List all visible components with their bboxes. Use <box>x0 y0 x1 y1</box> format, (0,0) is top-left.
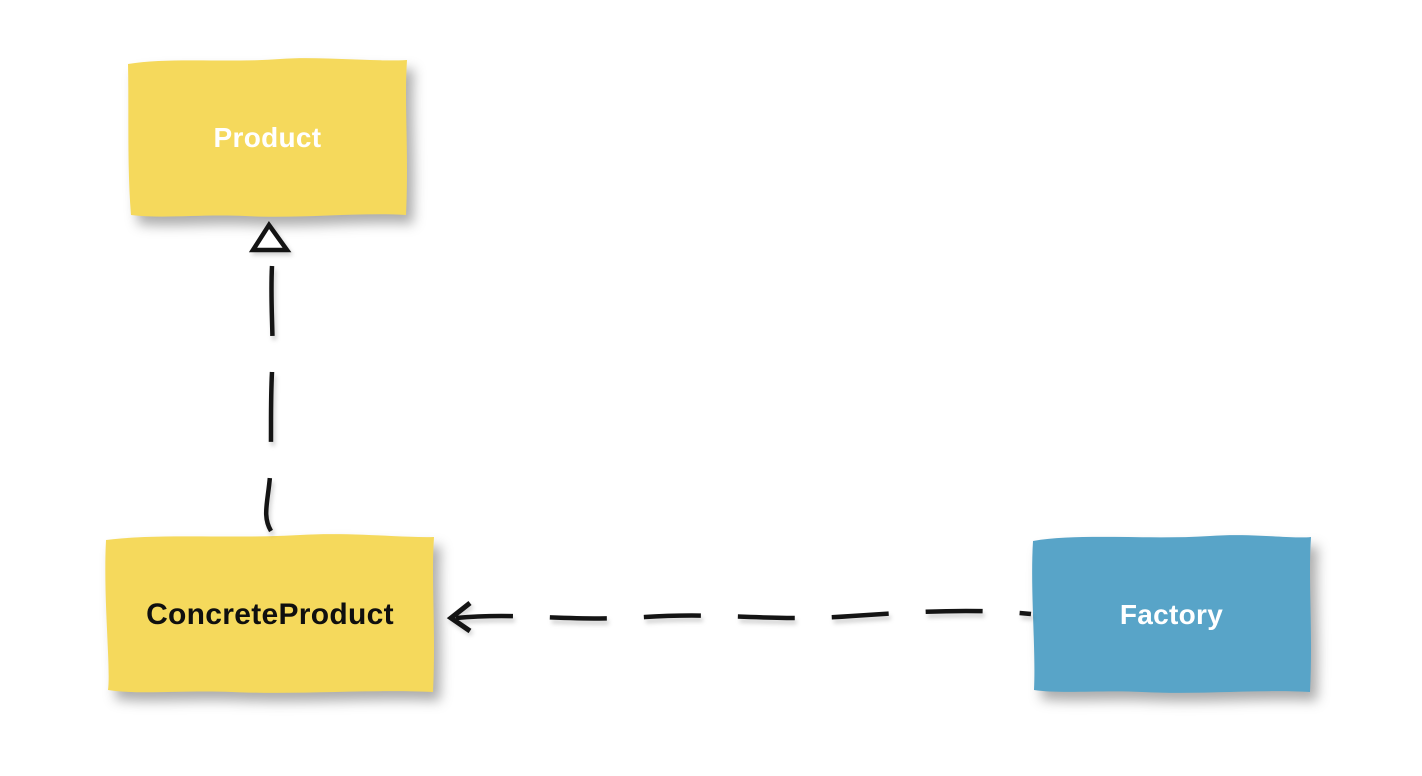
edge-factory-to-concreteproduct[interactable] <box>455 608 1032 621</box>
node-concrete-product-shape[interactable] <box>105 534 434 693</box>
open-v-arrowhead <box>446 601 472 634</box>
node-product-shape[interactable] <box>128 58 407 217</box>
node-factory-shape[interactable] <box>1032 535 1311 693</box>
hollow-triangle-arrowhead <box>248 220 292 253</box>
edge-concreteproduct-to-product[interactable] <box>263 265 275 533</box>
